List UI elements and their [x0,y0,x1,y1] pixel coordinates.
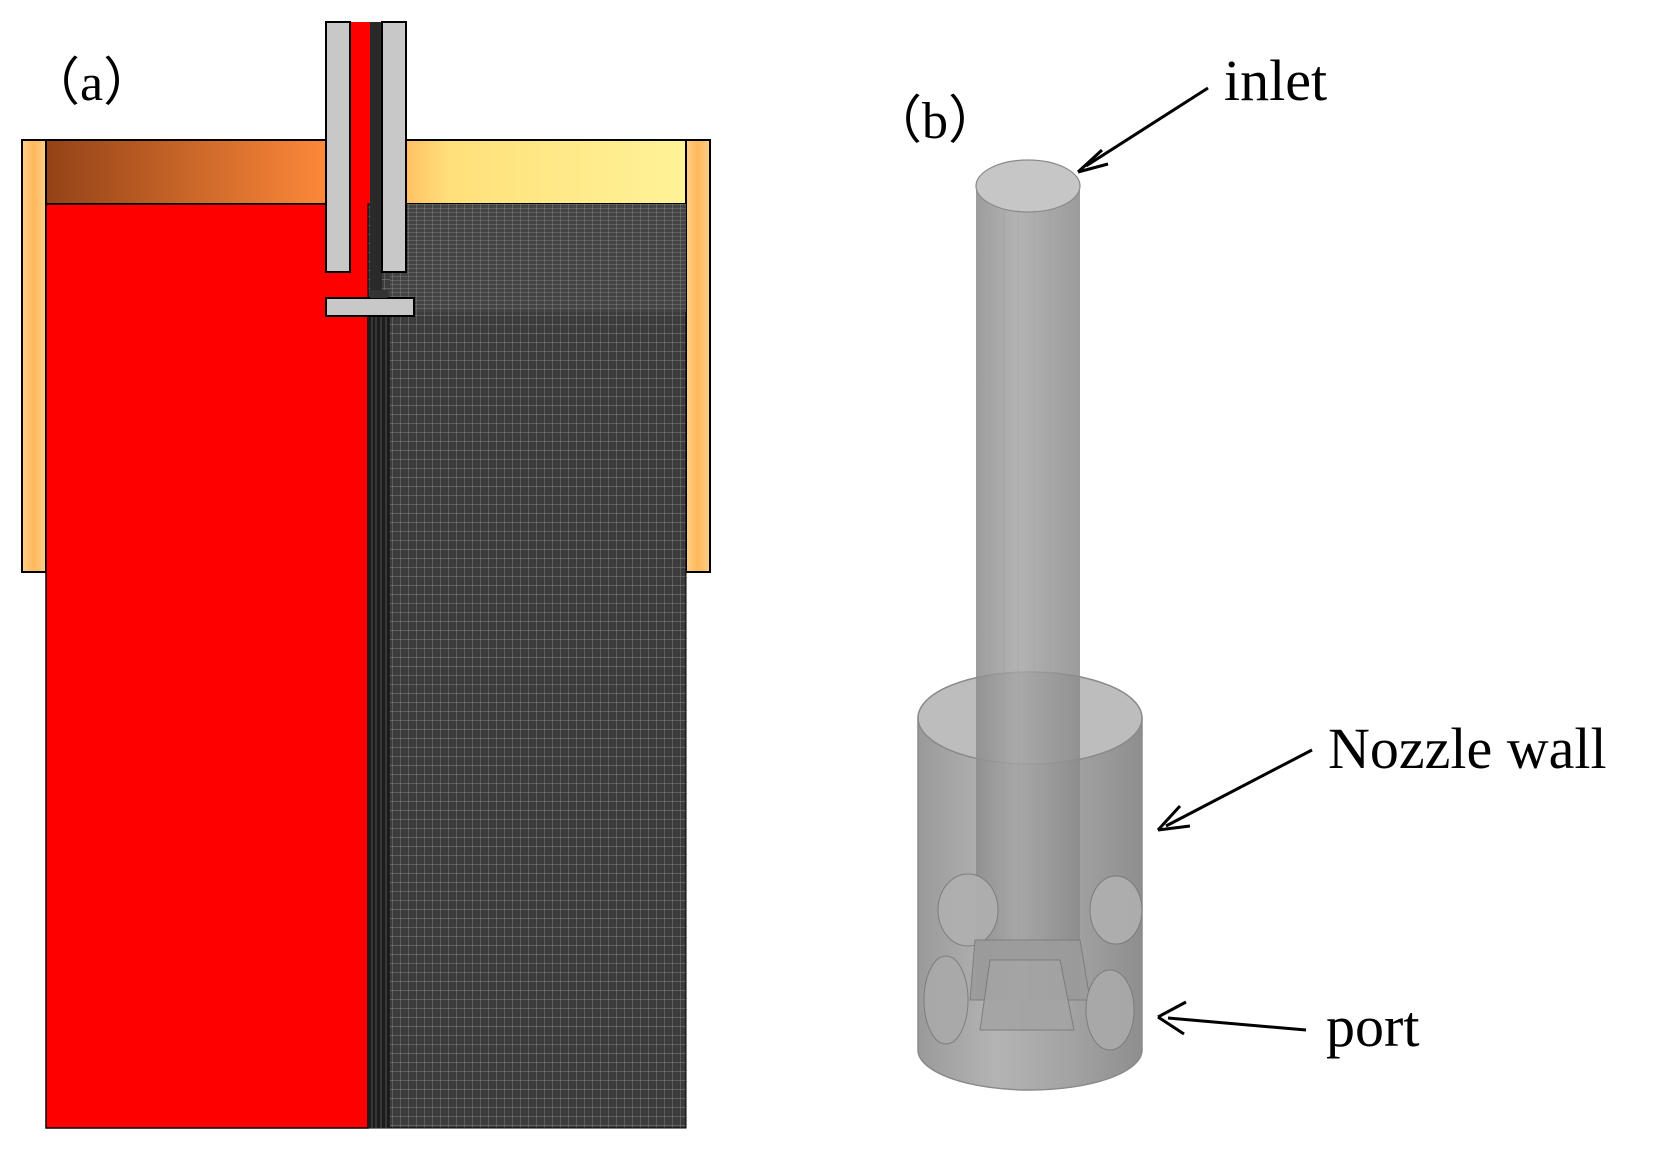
panel-a-label: （a） [28,55,155,112]
inlet-tube-top [975,159,1081,213]
port-junction [979,959,1075,1031]
mold-wall-right [685,139,711,573]
nozzle-wall-arrow [1165,748,1313,828]
nozzle-wall-left [325,21,351,273]
port-left-back [937,873,999,947]
ports-3d [923,873,1143,1051]
mesh-axis-band [368,300,390,1128]
port-arrow [1167,1016,1307,1032]
port-mesh-patch [370,290,388,298]
tube-streaks [989,210,1067,990]
mold-wall-left [21,139,47,573]
nozzle-wall-label: Nozzle wall [1328,716,1607,781]
port-right-back [1089,875,1143,945]
port-right-front [1085,969,1135,1051]
inlet-tube-3d [976,186,1080,1000]
mesh-nozzle-bore [370,22,382,306]
panel-a: （a） [21,21,711,1129]
port-label: port [1326,994,1419,1059]
mesh-refined-top [390,204,686,312]
port-arrowhead [1157,1000,1187,1036]
nozzle-bottom-plate [325,297,415,317]
nozzle-bore-red [350,22,370,306]
mesh-domain-right [367,203,687,1129]
nozzle-wall-arrowhead [1156,804,1191,832]
inlet-label: inlet [1224,48,1327,113]
inlet-arrow [1085,86,1209,168]
port-left-front [923,955,969,1045]
panel-b: （b） inlet [870,48,1607,1091]
panel-b-label: （b） [870,93,1000,150]
inlet-arrowhead [1076,148,1109,174]
solid-domain-left [45,203,369,1129]
nozzle-wall-right [381,21,407,273]
